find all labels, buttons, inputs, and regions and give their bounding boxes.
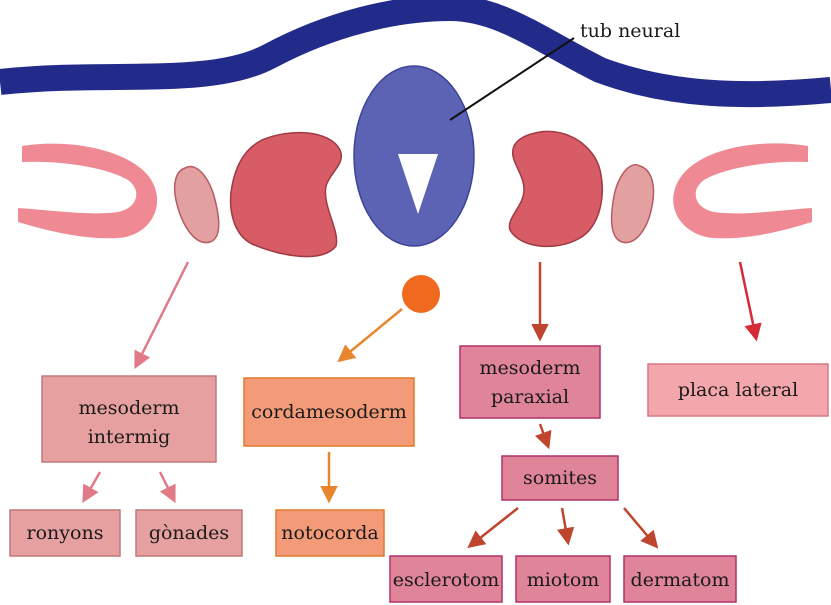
box-cordamesoderm-label: cordamesoderm (251, 401, 407, 423)
arrow-dermatom (624, 508, 656, 546)
box-mesoderm-intermig-line1: mesoderm (79, 397, 180, 419)
box-ronyons-label: ronyons (27, 522, 104, 544)
callout-label: tub neural (580, 20, 680, 42)
arrow-somites (540, 424, 548, 446)
paraxial-mesoderm-left (231, 133, 342, 257)
callout-line (450, 38, 574, 120)
paraxial-mesoderm-right (509, 131, 602, 246)
intermediate-mesoderm-right (612, 165, 654, 243)
box-esclerotom-label: esclerotom (393, 569, 500, 591)
arrow-intermediate (136, 262, 188, 366)
box-placa-lateral-label: placa lateral (678, 379, 798, 401)
lateral-plate-left (18, 144, 157, 239)
intermediate-mesoderm-left (175, 167, 219, 243)
arrow-notochord (340, 309, 402, 360)
lateral-plate-right (673, 143, 812, 238)
box-mesoderm-paraxial-line2: paraxial (491, 386, 569, 408)
box-notocorda-label: notocorda (281, 522, 378, 544)
arrow-ronyons (84, 472, 100, 500)
arrow-gonades (160, 472, 174, 500)
box-mesoderm-intermig-line2: intermig (88, 426, 171, 448)
box-miotom-label: miotom (527, 569, 600, 591)
arrow-esclerotom (470, 508, 518, 546)
box-dermatom-label: dermatom (631, 569, 730, 591)
box-gonades-label: gònades (149, 522, 229, 544)
box-mesoderm-intermig (42, 376, 216, 462)
box-mesoderm-paraxial-line1: mesoderm (480, 357, 581, 379)
arrow-miotom (562, 508, 568, 542)
arrow-lateral (740, 262, 756, 338)
notochord (402, 275, 440, 313)
box-somites-label: somites (523, 467, 597, 489)
